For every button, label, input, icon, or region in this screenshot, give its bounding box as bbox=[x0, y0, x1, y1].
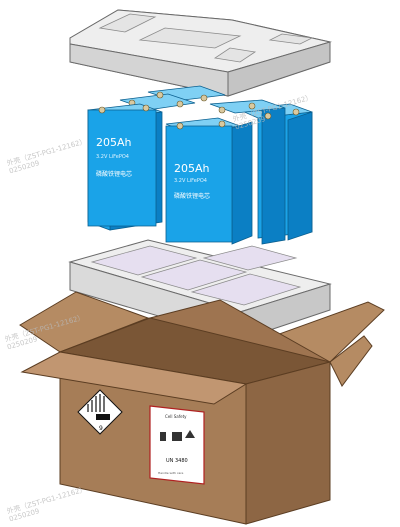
cardboard-box: 9 Cell Safety UN 3480 Handle with care bbox=[19, 291, 385, 525]
battery-cell-back-middle bbox=[209, 99, 286, 245]
battery-cell-front-left: 205Ah 3.2V LiFePO4 磷酸铁锂电芯 bbox=[87, 103, 163, 231]
top-foam-lid bbox=[69, 9, 332, 97]
battery-cells: 205Ah 3.2V LiFePO4 磷酸铁锂电芯 205Ah 3.2V LiF… bbox=[87, 85, 313, 245]
handling-label-footer: Handle with care bbox=[158, 471, 184, 475]
handling-label-title: Cell Safety bbox=[165, 414, 187, 419]
hazard-class-9-label: 9 bbox=[77, 389, 123, 435]
hazard-class-number: 9 bbox=[99, 425, 103, 432]
un-handling-label: Cell Safety UN 3480 Handle with care bbox=[149, 405, 205, 485]
cell-brand-label: 磷酸铁锂电芯 bbox=[174, 192, 210, 200]
cell-brand-label: 磷酸铁锂电芯 bbox=[96, 170, 132, 178]
battery-cell-front-right: 205Ah 3.2V LiFePO4 磷酸铁锂电芯 bbox=[165, 117, 253, 245]
cell-model-label: 3.2V LiFePO4 bbox=[96, 154, 129, 160]
cell-capacity-label: 205Ah bbox=[96, 136, 132, 149]
un-number: UN 3480 bbox=[166, 458, 188, 464]
cell-capacity-label: 205Ah bbox=[174, 162, 210, 175]
cell-model-label: 3.2V LiFePO4 bbox=[174, 178, 207, 184]
